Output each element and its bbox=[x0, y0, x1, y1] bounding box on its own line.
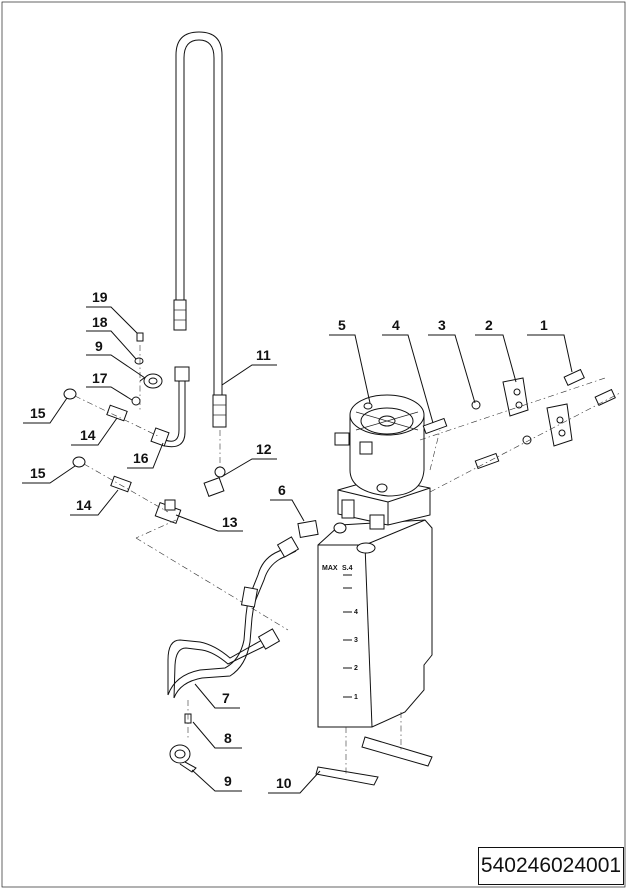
callout-8: 8 bbox=[224, 730, 232, 746]
callout-1: 1 bbox=[540, 317, 548, 333]
callout-15-top: 15 bbox=[30, 405, 46, 421]
leader-lines bbox=[22, 306, 573, 794]
callout-14-top: 14 bbox=[80, 427, 96, 443]
left-fittings bbox=[63, 332, 289, 631]
tank-top-mark: S.4 bbox=[342, 565, 353, 572]
callout-9-bottom: 9 bbox=[224, 773, 232, 789]
hose-u-bend bbox=[173, 31, 227, 428]
drawing-number-box: 540246024001 bbox=[478, 847, 624, 885]
callout-10: 10 bbox=[276, 775, 292, 791]
bent-pipe-assembly bbox=[167, 519, 319, 773]
callout-4: 4 bbox=[392, 317, 400, 333]
callout-18: 18 bbox=[92, 314, 108, 330]
callout-6: 6 bbox=[278, 482, 286, 498]
drawing-number: 540246024001 bbox=[480, 854, 622, 877]
callout-14-bottom: 14 bbox=[76, 497, 92, 513]
power-unit: MAX S.4 4 3 2 1 bbox=[315, 394, 433, 786]
callout-3: 3 bbox=[438, 317, 446, 333]
callout-5: 5 bbox=[338, 317, 346, 333]
callout-12: 12 bbox=[256, 441, 272, 457]
callout-9-top: 9 bbox=[95, 338, 103, 354]
callout-11: 11 bbox=[256, 347, 271, 363]
callout-19: 19 bbox=[92, 289, 108, 305]
mounting-hardware bbox=[419, 368, 621, 493]
tank-scale-1: 1 bbox=[354, 694, 358, 701]
callout-7: 7 bbox=[222, 690, 230, 706]
tank-scale-3: 3 bbox=[354, 637, 358, 644]
callout-15-bottom: 15 bbox=[30, 465, 46, 481]
callout-17: 17 bbox=[92, 370, 108, 386]
callout-16: 16 bbox=[133, 450, 149, 466]
callout-13: 13 bbox=[222, 514, 238, 530]
callouts: 1 2 3 4 5 6 7 8 9 9 10 11 12 13 14 14 15… bbox=[30, 289, 548, 791]
callout-2: 2 bbox=[485, 317, 493, 333]
tank-scale-2: 2 bbox=[354, 665, 358, 672]
tank-scale-4: 4 bbox=[354, 609, 358, 616]
tank-max-mark: MAX bbox=[322, 565, 338, 572]
